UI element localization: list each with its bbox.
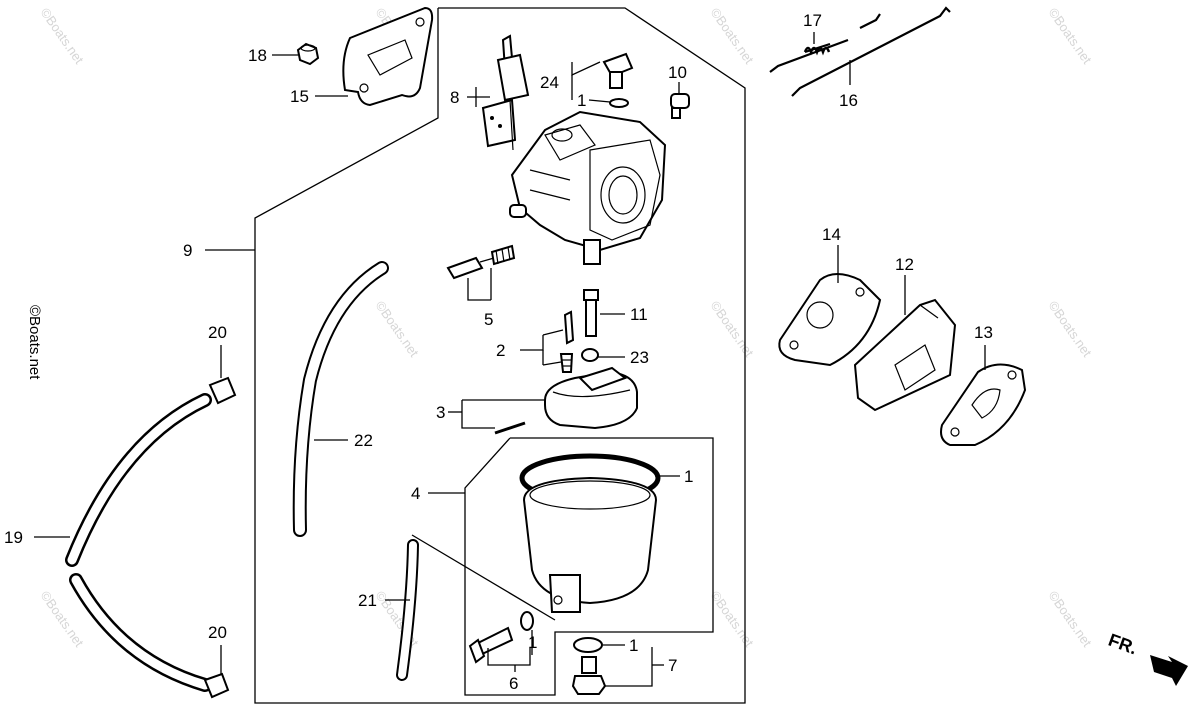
main-jet-part xyxy=(581,348,599,362)
callout-9: 9 xyxy=(183,241,192,260)
callout-19: 19 xyxy=(4,528,23,547)
callout-3: 3 xyxy=(436,403,445,422)
watermark: ©Boats.net xyxy=(1046,298,1096,360)
callout-21: 21 xyxy=(358,591,377,610)
nut-part xyxy=(296,42,320,66)
watermark: ©Boats.net xyxy=(1046,588,1096,650)
intake-gasket-part xyxy=(778,273,882,367)
callout-20: 20 xyxy=(208,623,227,642)
watermark: ©Boats.net xyxy=(708,5,758,67)
tube-clip-part xyxy=(203,376,237,699)
callout-23: 23 xyxy=(630,348,649,367)
watermark: ©Boats.net xyxy=(708,588,758,650)
callout-10: 10 xyxy=(668,63,687,82)
front-direction-label: FR. xyxy=(1106,630,1140,659)
callout-15: 15 xyxy=(290,87,309,106)
watermark: ©Boats.net xyxy=(38,5,88,67)
callout-16: 16 xyxy=(839,91,858,110)
callout-18: 18 xyxy=(248,46,267,65)
drain-screw-part xyxy=(602,52,634,108)
float-chamber-boundary xyxy=(464,437,714,696)
callout-7: 7 xyxy=(668,656,677,675)
callout-22: 22 xyxy=(354,431,373,450)
callout-8: 8 xyxy=(450,88,459,107)
leader-lines xyxy=(34,32,986,687)
choke-lever-part xyxy=(481,34,530,151)
callout-17: 17 xyxy=(803,11,822,30)
front-direction-indicator: FR. xyxy=(1106,630,1188,686)
watermark: ©Boats.net xyxy=(1046,5,1096,67)
float-part xyxy=(494,366,638,435)
watermark: ©Boats.net xyxy=(373,298,423,360)
callout-4: 4 xyxy=(411,484,420,503)
pilot-screw-part xyxy=(446,244,516,280)
carburetor-gasket-part xyxy=(940,363,1027,446)
callout-numbers: 18 15 8 24 1 10 17 16 9 14 12 5 11 20 13… xyxy=(4,11,993,693)
insulator-part xyxy=(853,298,957,412)
callout-14: 14 xyxy=(822,225,841,244)
callout-24: 24 xyxy=(540,73,559,92)
chamber-bolt-part xyxy=(571,637,607,695)
callout-6: 6 xyxy=(509,674,518,693)
throttle-rod-part xyxy=(769,6,951,97)
callout-1: 1 xyxy=(577,91,586,110)
callout-1: 1 xyxy=(629,636,638,655)
callout-5: 5 xyxy=(484,310,493,329)
assembly-boundary xyxy=(254,7,746,704)
float-valve-part xyxy=(559,310,575,373)
callout-11: 11 xyxy=(630,305,648,324)
callout-1: 1 xyxy=(528,633,537,652)
insulator-gasket-part xyxy=(342,6,434,107)
fuel-tube-part xyxy=(65,393,212,567)
side-watermark: ©Boats.net xyxy=(26,305,43,380)
watermark: ©Boats.net xyxy=(708,298,758,360)
callout-2: 2 xyxy=(496,341,505,360)
float-chamber-part xyxy=(522,476,658,613)
callout-1: 1 xyxy=(684,467,693,486)
idle-cap-part xyxy=(670,93,690,119)
drain-bolt-part xyxy=(468,611,534,664)
callout-13: 13 xyxy=(974,323,993,342)
callout-12: 12 xyxy=(895,255,914,274)
carburetor-body-part xyxy=(509,110,667,265)
callout-20: 20 xyxy=(208,323,227,342)
main-nozzle-part xyxy=(583,289,599,337)
